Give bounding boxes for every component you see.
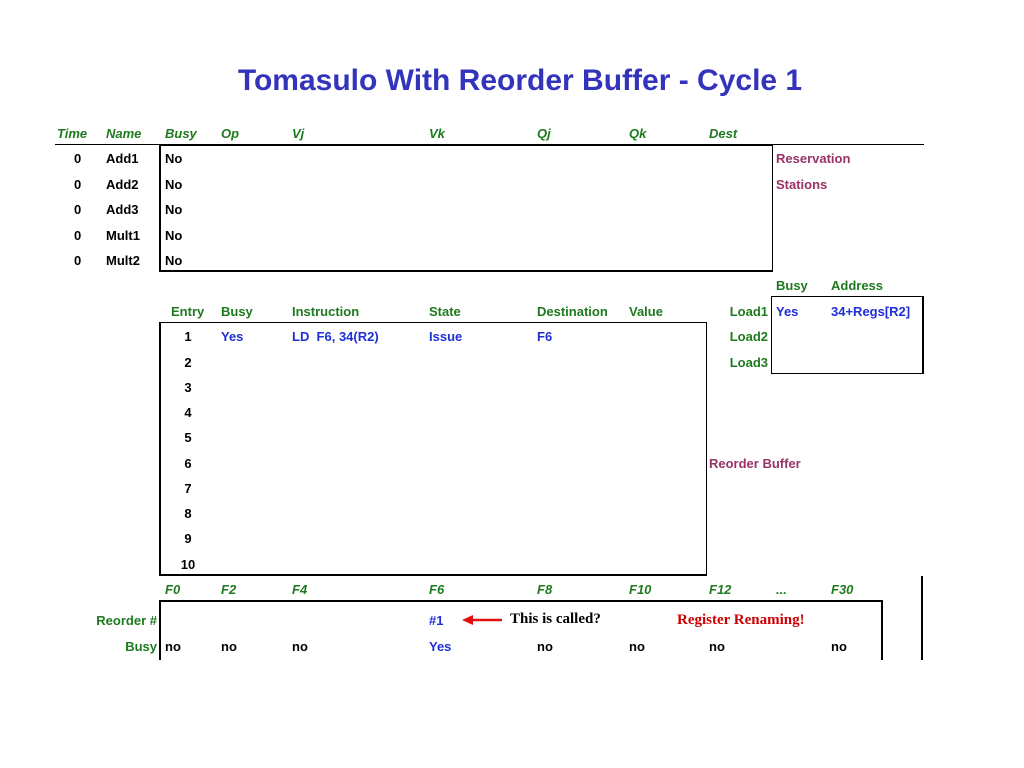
- reg-header: F12: [709, 582, 732, 597]
- reg-busy-value: Yes: [429, 639, 452, 654]
- rs-row-time: 0: [74, 228, 82, 243]
- load-row-name: Load1: [729, 304, 768, 319]
- rs-row-busy: No: [165, 253, 183, 268]
- left-arrow-icon: [462, 615, 502, 625]
- reorder-value-f6: #1: [429, 613, 444, 628]
- rs-header-qk: Qk: [629, 126, 647, 141]
- reg-header: F4: [292, 582, 308, 597]
- load-row-busy: Yes: [776, 304, 799, 319]
- rob-row-entry: 2: [184, 355, 192, 370]
- rs-row-time: 0: [74, 202, 82, 217]
- rob-row-entry: 7: [184, 481, 192, 496]
- load-header-address: Address: [831, 278, 884, 293]
- rs-row-busy: No: [165, 151, 183, 166]
- rob-header-busy: Busy: [221, 304, 253, 319]
- rob-row-state: Issue: [429, 329, 463, 344]
- page-title: Tomasulo With Reorder Buffer - Cycle 1: [237, 64, 803, 97]
- rs-row-busy: No: [165, 177, 183, 192]
- rs-label-line1: Reservation: [776, 151, 851, 166]
- reg-busy-value: no: [831, 639, 847, 654]
- load-row-address: 34+Regs[R2]: [831, 304, 911, 319]
- rob-row-entry: 9: [184, 531, 192, 546]
- busy-row-label: Busy: [125, 639, 157, 654]
- annotation-question: This is called?: [510, 611, 601, 627]
- load-row-name: Load2: [729, 329, 768, 344]
- rob-row-entry: 8: [184, 506, 192, 521]
- rs-header-vk: Vk: [429, 126, 445, 141]
- rs-header-name: Name: [106, 126, 142, 141]
- reg-header: F2: [221, 582, 237, 597]
- rs-header-vj: Vj: [292, 126, 305, 141]
- rs-row-name: Mult2: [106, 253, 140, 268]
- reg-right-rule: [921, 576, 923, 660]
- rob-header-state: State: [429, 304, 461, 319]
- rs-label-line2: Stations: [776, 177, 828, 192]
- load-row-name: Load3: [729, 355, 768, 370]
- reg-busy-value: no: [165, 639, 181, 654]
- load-header-busy: Busy: [776, 278, 808, 293]
- reg-busy-value: no: [537, 639, 553, 654]
- rob-row-destination: F6: [537, 329, 553, 344]
- reg-header: F10: [629, 582, 652, 597]
- rob-table-box: [159, 322, 707, 576]
- rob-row-busy: Yes: [221, 329, 244, 344]
- rs-header-time: Time: [57, 126, 88, 141]
- rob-row-entry: 3: [184, 380, 192, 395]
- rs-header-busy: Busy: [165, 126, 197, 141]
- rs-header-dest: Dest: [709, 126, 738, 141]
- annotation-answer: Register Renaming!: [677, 612, 805, 628]
- rob-row-instruction: LD F6, 34(R2): [292, 329, 379, 344]
- load-buffer-box: [771, 296, 924, 374]
- rob-header-value: Value: [629, 304, 663, 319]
- rob-row-entry: 5: [184, 430, 192, 445]
- rs-row-name: Mult1: [106, 228, 140, 243]
- reg-busy-value: no: [221, 639, 237, 654]
- rs-row-time: 0: [74, 253, 82, 268]
- rs-header-qj: Qj: [537, 126, 551, 141]
- reg-header: F8: [537, 582, 553, 597]
- rs-top-rule: [55, 144, 924, 145]
- rs-row-name: Add3: [106, 202, 139, 217]
- reg-busy-value: no: [292, 639, 308, 654]
- reg-header: F30: [831, 582, 854, 597]
- rob-header-destination: Destination: [537, 304, 608, 319]
- rs-table-box: [159, 145, 773, 272]
- rs-row-busy: No: [165, 202, 183, 217]
- rs-row-time: 0: [74, 151, 82, 166]
- reg-header: F0: [165, 582, 181, 597]
- rob-label: Reorder Buffer: [709, 456, 801, 471]
- reorder-row-label: Reorder #: [96, 613, 157, 628]
- reg-busy-value: no: [709, 639, 725, 654]
- rob-row-entry: 1: [184, 329, 192, 344]
- rs-row-name: Add1: [106, 151, 139, 166]
- rs-row-name: Add2: [106, 177, 139, 192]
- reg-status-box: [159, 600, 883, 660]
- rob-header-instruction: Instruction: [292, 304, 360, 319]
- rs-row-time: 0: [74, 177, 82, 192]
- rs-header-op: Op: [221, 126, 240, 141]
- rob-row-entry: 10: [180, 557, 196, 572]
- reg-header: F6: [429, 582, 445, 597]
- rs-row-busy: No: [165, 228, 183, 243]
- reg-busy-value: no: [629, 639, 645, 654]
- reg-header: ...: [776, 582, 787, 597]
- rob-row-entry: 6: [184, 456, 192, 471]
- rob-header-entry: Entry: [171, 304, 205, 319]
- rob-row-entry: 4: [184, 405, 192, 420]
